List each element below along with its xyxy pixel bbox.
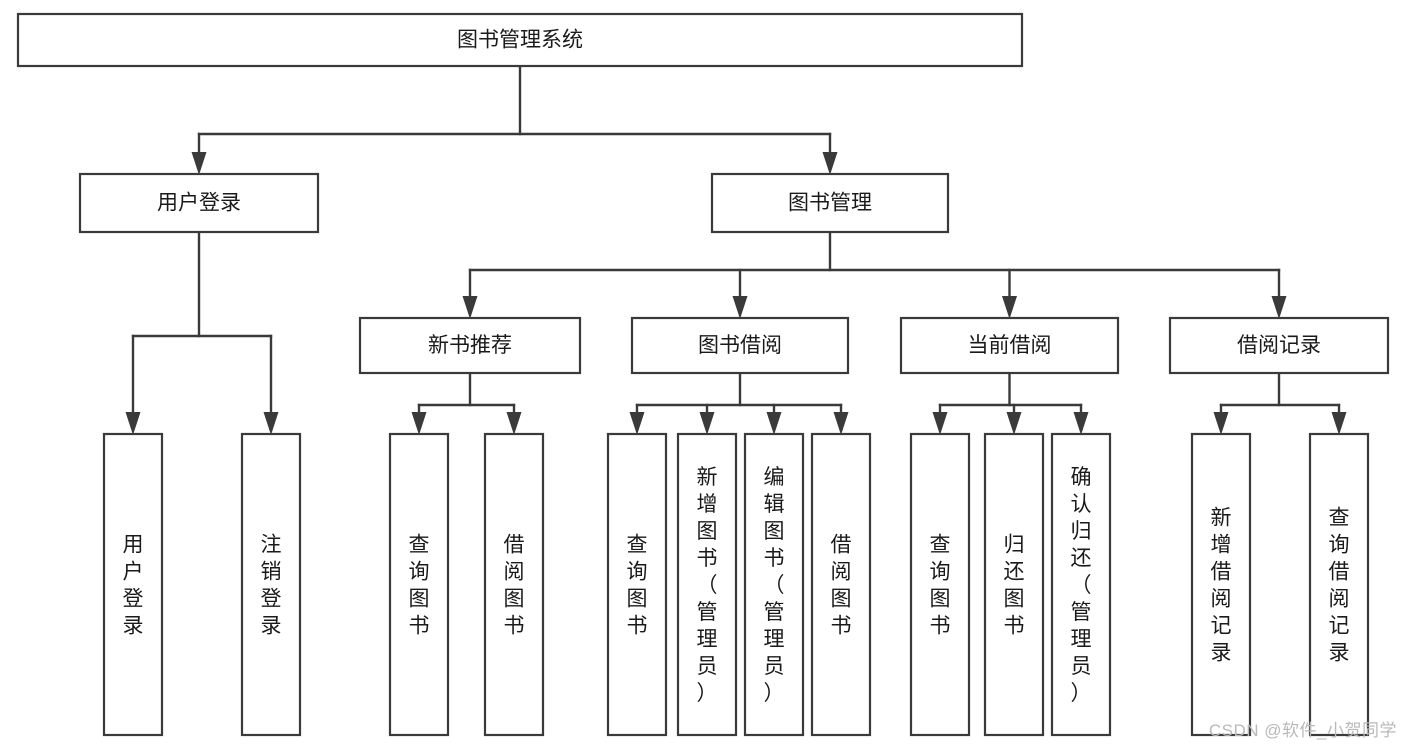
node-label-new-book-rec: 新书推荐 — [428, 334, 512, 357]
node-label-root: 图书管理系统 — [457, 29, 583, 52]
node-leaf-user-login[interactable]: 用户登录 — [102, 432, 164, 737]
node-book-borrow[interactable]: 图书借阅 — [630, 316, 850, 375]
node-box-leaf-borrow-book-1[interactable] — [483, 432, 545, 737]
node-box-leaf-query-record[interactable] — [1308, 432, 1370, 737]
node-box-leaf-query-book-1[interactable] — [388, 432, 450, 737]
node-label-leaf-query-book-2: 查询图书 — [627, 534, 648, 638]
arrow-head-icon — [629, 412, 645, 435]
arrow-head-icon — [1213, 412, 1229, 435]
node-root[interactable]: 图书管理系统 — [16, 12, 1024, 68]
node-box-leaf-add-record[interactable] — [1190, 432, 1252, 737]
node-label-leaf-user-login: 用户登录 — [123, 534, 144, 638]
node-leaf-borrow-book-1[interactable]: 借阅图书 — [483, 432, 545, 737]
node-box-leaf-user-login[interactable] — [102, 432, 164, 737]
node-box-leaf-return-book[interactable] — [983, 432, 1045, 737]
connector-layer — [125, 64, 1347, 435]
node-box-book-borrow[interactable] — [630, 316, 850, 375]
node-label-leaf-add-book: 新增图书（管理员） — [697, 466, 718, 705]
node-label-leaf-edit-book: 编辑图书（管理员） — [764, 466, 785, 705]
connector-group-root — [191, 64, 838, 175]
node-leaf-add-record[interactable]: 新增借阅记录 — [1190, 432, 1252, 737]
node-leaf-edit-book[interactable]: 编辑图书（管理员） — [743, 432, 805, 737]
node-box-leaf-query-book-2[interactable] — [606, 432, 668, 737]
connector-group-borrow-record — [1213, 371, 1347, 435]
arrow-head-icon — [1006, 412, 1022, 435]
connector-group-current-borrow — [932, 371, 1089, 435]
node-box-leaf-query-book-3[interactable] — [909, 432, 971, 737]
arrow-head-icon — [1271, 296, 1287, 319]
node-box-leaf-add-book[interactable] — [676, 432, 738, 737]
node-label-leaf-return-book: 归还图书 — [1004, 534, 1025, 638]
node-label-user-login: 用户登录 — [157, 192, 241, 215]
arrow-head-icon — [699, 412, 715, 435]
arrow-head-icon — [1331, 412, 1347, 435]
node-leaf-query-book-1[interactable]: 查询图书 — [388, 432, 450, 737]
node-leaf-query-book-3[interactable]: 查询图书 — [909, 432, 971, 737]
node-box-book-manage[interactable] — [710, 172, 950, 234]
connector-group-user-login — [125, 230, 279, 435]
node-current-borrow[interactable]: 当前借阅 — [899, 316, 1120, 375]
connector-group-book-manage — [462, 230, 1287, 319]
node-box-leaf-confirm-return[interactable] — [1050, 432, 1112, 737]
arrow-head-icon — [932, 412, 948, 435]
node-borrow-record[interactable]: 借阅记录 — [1168, 316, 1390, 375]
arrow-head-icon — [462, 296, 478, 319]
node-label-leaf-query-book-1: 查询图书 — [409, 534, 430, 638]
arrow-head-icon — [833, 412, 849, 435]
node-label-book-borrow: 图书借阅 — [698, 334, 782, 357]
arrow-head-icon — [125, 412, 141, 435]
arrow-head-icon — [411, 412, 427, 435]
node-label-leaf-confirm-return: 确认归还（管理员） — [1071, 466, 1092, 705]
node-box-user-login[interactable] — [78, 172, 320, 234]
node-label-leaf-query-record: 查询借阅记录 — [1329, 507, 1350, 665]
node-box-leaf-borrow-book-2[interactable] — [810, 432, 872, 737]
node-box-leaf-edit-book[interactable] — [743, 432, 805, 737]
node-box-borrow-record[interactable] — [1168, 316, 1390, 375]
node-leaf-borrow-book-2[interactable]: 借阅图书 — [810, 432, 872, 737]
arrow-head-icon — [263, 412, 279, 435]
arrow-head-icon — [506, 412, 522, 435]
node-leaf-add-book[interactable]: 新增图书（管理员） — [676, 432, 738, 737]
arrow-head-icon — [766, 412, 782, 435]
node-box-current-borrow[interactable] — [899, 316, 1120, 375]
node-leaf-confirm-return[interactable]: 确认归还（管理员） — [1050, 432, 1112, 737]
node-box-leaf-logout[interactable] — [240, 432, 302, 737]
node-layer: 图书管理系统用户登录图书管理新书推荐图书借阅当前借阅借阅记录用户登录注销登录查询… — [16, 12, 1390, 737]
connector-group-new-book-rec — [411, 371, 522, 435]
node-label-leaf-borrow-book-2: 借阅图书 — [831, 534, 852, 638]
node-label-borrow-record: 借阅记录 — [1237, 334, 1321, 357]
node-new-book-rec[interactable]: 新书推荐 — [358, 316, 582, 375]
connector-group-book-borrow — [629, 371, 849, 435]
node-leaf-query-record[interactable]: 查询借阅记录 — [1308, 432, 1370, 737]
node-leaf-query-book-2[interactable]: 查询图书 — [606, 432, 668, 737]
arrow-head-icon — [1073, 412, 1089, 435]
arrow-head-icon — [732, 296, 748, 319]
node-label-leaf-borrow-book-1: 借阅图书 — [504, 534, 525, 638]
node-label-book-manage: 图书管理 — [788, 192, 872, 215]
arrow-head-icon — [1002, 296, 1017, 319]
node-leaf-return-book[interactable]: 归还图书 — [983, 432, 1045, 737]
arrow-head-icon — [822, 152, 838, 175]
node-box-new-book-rec[interactable] — [358, 316, 582, 375]
node-user-login[interactable]: 用户登录 — [78, 172, 320, 234]
node-label-leaf-logout: 注销登录 — [261, 534, 282, 638]
node-label-leaf-query-book-3: 查询图书 — [930, 534, 951, 638]
node-leaf-logout[interactable]: 注销登录 — [240, 432, 302, 737]
node-box-root[interactable] — [16, 12, 1024, 68]
node-book-manage[interactable]: 图书管理 — [710, 172, 950, 234]
arrow-head-icon — [191, 152, 207, 175]
node-label-current-borrow: 当前借阅 — [968, 334, 1052, 357]
node-label-leaf-add-record: 新增借阅记录 — [1211, 507, 1232, 665]
